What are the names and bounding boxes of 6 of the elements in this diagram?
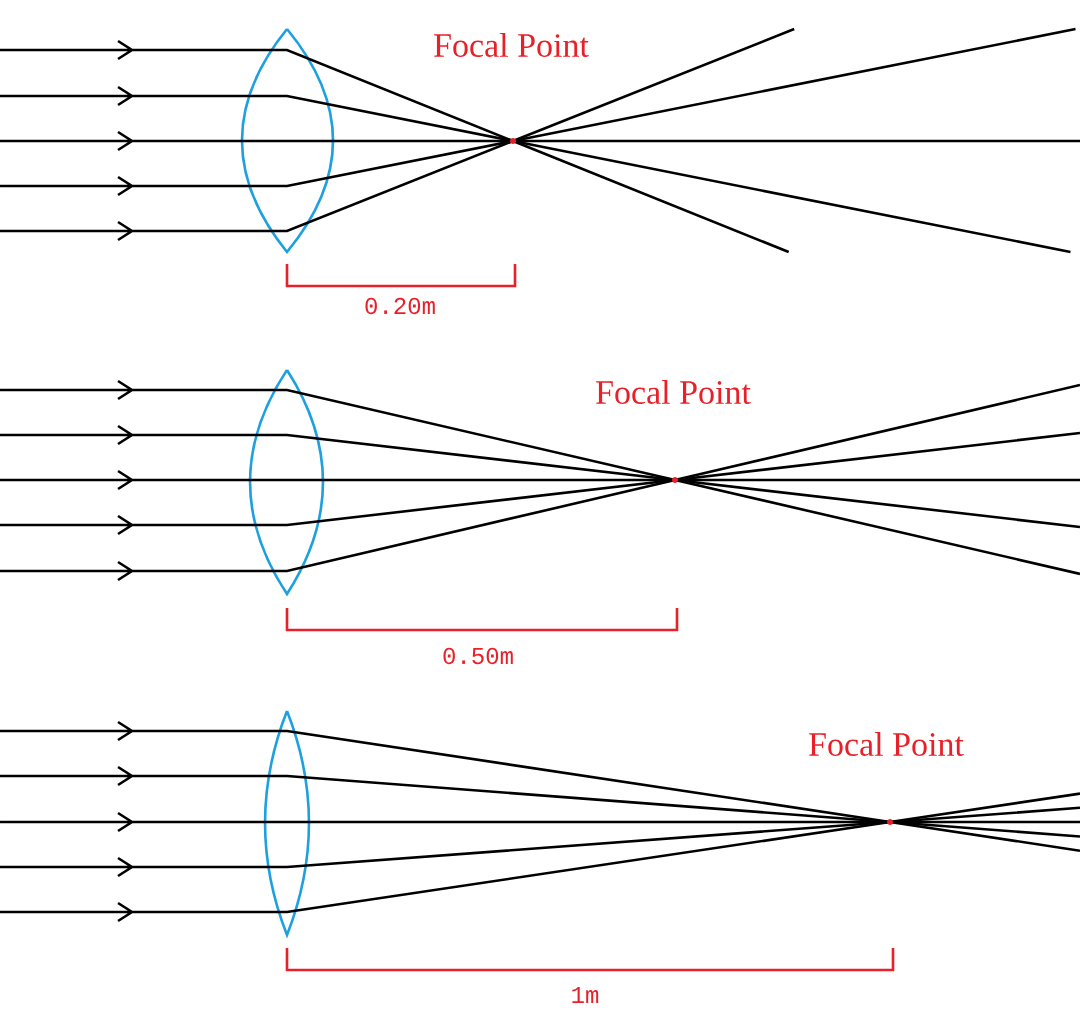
dimension-label: 0.50m: [443, 647, 513, 665]
dimension-label: 1m: [572, 987, 599, 1003]
focal-point-label: Focal Point: [596, 380, 751, 404]
dimension-label: 0.20m: [365, 297, 435, 315]
focal-point-label: Focal Point: [434, 33, 589, 57]
focal-point-label: Focal Point: [809, 732, 964, 756]
